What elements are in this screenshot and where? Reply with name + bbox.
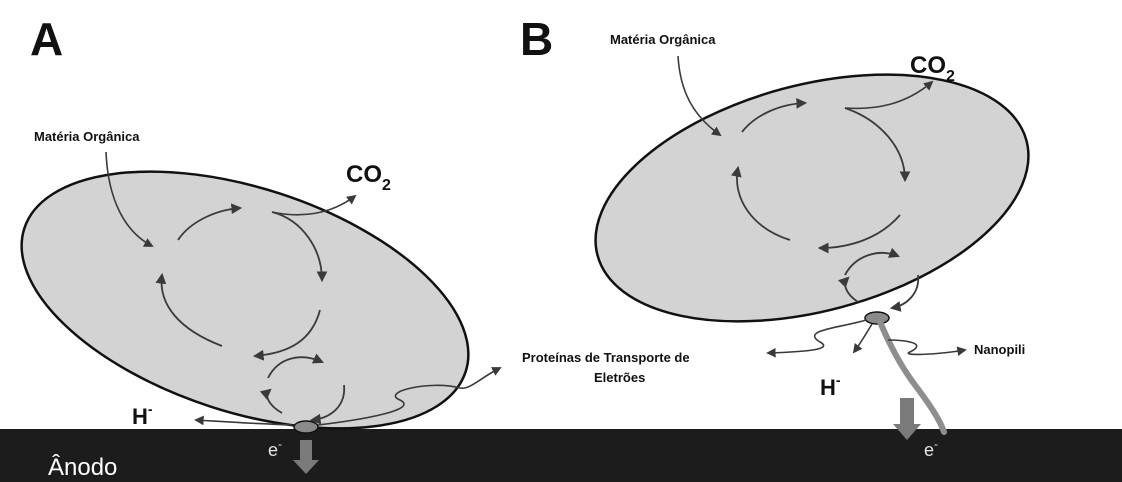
organic-matter-label-b: Matéria Orgânica bbox=[610, 32, 716, 47]
anode-bar bbox=[0, 429, 1122, 482]
membrane-complex-a bbox=[294, 421, 318, 433]
hydride-arrow-b bbox=[854, 324, 872, 352]
nanopili-label: Nanopili bbox=[974, 342, 1025, 357]
transport-proteins-label-line2: Eletrões bbox=[594, 370, 645, 385]
cell-a bbox=[0, 122, 500, 478]
transport-proteins-label-line1: Proteínas de Transporte de bbox=[522, 350, 690, 365]
panel-b-label: B bbox=[520, 13, 553, 65]
panel-a-label: A bbox=[30, 13, 63, 65]
hydride-label-a: H- bbox=[132, 401, 153, 429]
hydride-label-b: H- bbox=[820, 372, 841, 400]
panel-a: A Matéria Orgânica CO2 H- Proteínas de T… bbox=[0, 13, 690, 478]
organic-matter-label-a: Matéria Orgânica bbox=[34, 129, 140, 144]
transport-squiggle-b bbox=[768, 320, 866, 353]
cell-b bbox=[568, 31, 1055, 364]
co2-label-a: CO2 bbox=[346, 161, 391, 194]
membrane-complex-b bbox=[865, 312, 889, 324]
nanopili-arrow bbox=[888, 340, 965, 354]
panel-b: B Matéria Orgânica CO2 H- Nanopili e- bbox=[520, 13, 1056, 460]
anode-label: Ânodo bbox=[48, 454, 117, 481]
